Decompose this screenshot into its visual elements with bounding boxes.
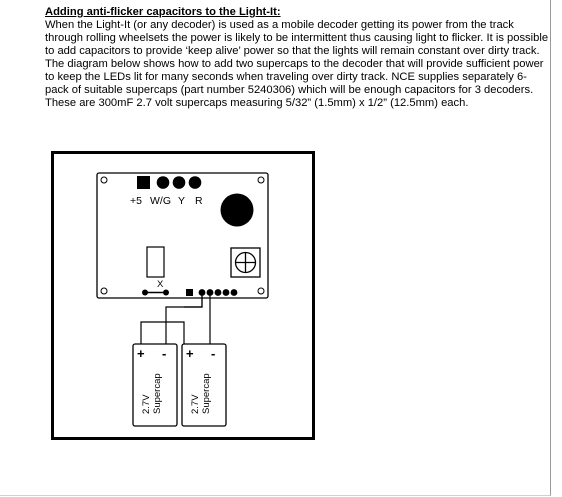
capacitor-plus-label: + bbox=[186, 346, 194, 361]
section-heading: Adding anti-flicker capacitors to the Li… bbox=[45, 6, 281, 18]
pad-bottom bbox=[230, 289, 238, 296]
pad-bottom bbox=[214, 289, 222, 296]
jumper-block bbox=[146, 246, 165, 278]
mounting-hole-icon bbox=[257, 287, 265, 295]
capacitor-voltage-label: 2.7V bbox=[190, 394, 201, 414]
pad-r bbox=[188, 176, 202, 189]
capacitor-plus-label: + bbox=[137, 346, 145, 361]
body-paragraph: When the Light-It (or any decoder) is us… bbox=[45, 19, 549, 109]
capacitor-body bbox=[132, 343, 178, 427]
jumper-label: X bbox=[157, 279, 164, 290]
pin-label-r: R bbox=[195, 195, 203, 207]
square-pad-plus5 bbox=[137, 176, 150, 189]
page-edge bbox=[0, 0, 551, 496]
capacitor-minus-label: - bbox=[211, 346, 215, 361]
supercap-2: + - 2.7V Supercap bbox=[181, 343, 227, 427]
mounting-hole-icon bbox=[100, 176, 108, 184]
pin-label-plus5: +5 bbox=[130, 195, 142, 207]
capacitor-voltage-label: 2.7V bbox=[141, 394, 152, 414]
supercap-1: + - 2.7V Supercap bbox=[132, 343, 178, 427]
capacitor-type-label: Supercap bbox=[152, 373, 163, 414]
square-pad-bottom bbox=[186, 289, 193, 296]
diagram-frame bbox=[51, 151, 315, 440]
pad-wg bbox=[156, 176, 170, 189]
wire-cap-series bbox=[140, 321, 185, 345]
capacitor-minus-label: - bbox=[162, 346, 166, 361]
mounting-hole-icon bbox=[257, 176, 265, 184]
capacitor-body bbox=[181, 343, 227, 427]
capacitor-type-label: Supercap bbox=[201, 373, 212, 414]
pin-label-y: Y bbox=[178, 195, 185, 207]
pad-bottom bbox=[222, 289, 230, 296]
wire-plus bbox=[184, 292, 203, 308]
pin-label-wg: W/G bbox=[150, 195, 171, 207]
document-text: Adding anti-flicker capacitors to the Li… bbox=[45, 6, 550, 110]
large-component-icon bbox=[220, 193, 254, 227]
pad-y bbox=[172, 176, 186, 189]
mounting-hole-icon bbox=[100, 287, 108, 295]
decoder-board bbox=[96, 172, 269, 299]
